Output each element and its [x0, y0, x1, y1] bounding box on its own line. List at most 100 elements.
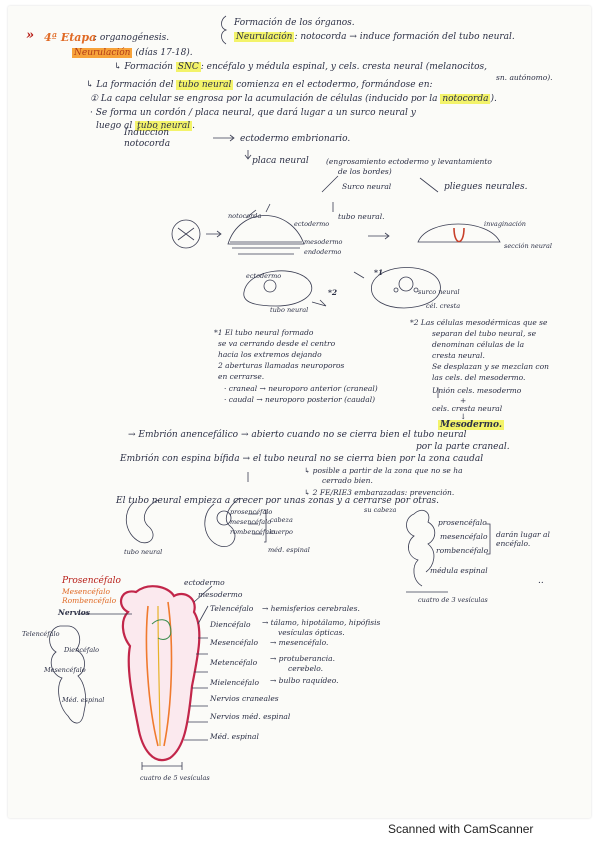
note-left-5: en cerrarse. [218, 372, 265, 381]
snc-line2: sn. autónomo). [496, 73, 553, 82]
growth-bracket2: cuerpo [270, 528, 293, 536]
flow-tube: tubo neural. [338, 212, 385, 221]
neurulation-days: (días 17-18). [135, 48, 193, 58]
scanner-watermark: Scanned with CamScanner [388, 822, 534, 836]
final-small-tel: Telencéfalo [22, 630, 60, 638]
growth-r3: rombencéfalo [436, 546, 489, 555]
note-left-7: · caudal → neuroporo posterior (caudal) [224, 395, 376, 404]
note-right-7: Unión cels. mesodermo [432, 386, 522, 395]
growth-dots: .. [538, 576, 544, 586]
final-row-b1: → tálamo, hipotálamo, hipófisis [262, 618, 381, 627]
label-tubo: tubo neural [270, 306, 309, 314]
anomaly-spina-bifida: Embrión con espina bífida → el tubo neur… [120, 454, 484, 464]
note-right-3: denominan células de la [432, 340, 525, 349]
flow-groove: Surco neural [342, 182, 392, 191]
label-notocorda: notocorda [228, 212, 262, 220]
note-right-4: cresta neural. [432, 351, 485, 360]
final-mes: Mesencéfalo [62, 587, 111, 596]
stage-title: 4ª Etapa [44, 31, 97, 44]
anomaly-spina-bifida-2: ↳ posible a partir de la zona que no se … [304, 466, 463, 475]
final-row-b0: → hemisferios cerebrales. [262, 604, 360, 613]
highlight-neurulacion: Neurulación [234, 32, 295, 42]
tube-line1: ↳ La formación del tubo neural comienza … [86, 80, 433, 90]
final-pros: Prosencéfalo [62, 576, 121, 586]
final-row-b3: → mesencéfalo. [270, 638, 329, 647]
note-left-1: *1 El tubo neural formado [214, 328, 314, 337]
label-star1: *1 [374, 268, 384, 277]
note-right-9: cels. cresta neural [432, 404, 503, 413]
growth-r1: prosencéfalo [438, 518, 487, 527]
flow-induction: Inducción [124, 128, 170, 138]
flow-notocorda: notocorda [124, 139, 171, 149]
final-row-b4: → protuberancia. [270, 654, 335, 663]
final-nervios: Nervios [58, 608, 91, 617]
neurulation-title-line: Neurulación (días 17-18). [72, 48, 193, 59]
notebook-page: » 4ª Etapa : organogénesis. Formación de… [8, 6, 591, 818]
growth-line: El tubo neural empieza a crecer por unas… [116, 496, 440, 506]
anomaly-spina-bifida-3: cerrado bien. [322, 476, 373, 485]
growth-l1: prosencéfalo [230, 508, 273, 516]
growth-l2: mesencéfalo [230, 518, 272, 526]
tube-line4: luego al tubo neural. [96, 121, 195, 131]
final-row-a6: Mielencéfalo [210, 678, 259, 687]
growth-su: su cabeza [364, 506, 397, 514]
flow-plate-note: (engrosamiento ectodermo y levantamiento [326, 157, 492, 166]
flow-folds: pliegues neurales. [444, 182, 528, 192]
final-row-b6: → bulbo raquídeo. [270, 676, 339, 685]
final-row-a3: Mesencéfalo [210, 638, 259, 647]
growth-r-brace: darán lugar al encéfalo. [496, 530, 550, 548]
note-left-4: 2 aberturas llamadas neuroporos [218, 361, 345, 370]
tube-line3: · Se forma un cordón / placa neural, que… [90, 108, 416, 118]
final-row-a1: Diencéfalo [210, 620, 251, 629]
anomaly-spina-bifida-4: ↳ 2 FE/RIE3 embarazadas: prevención. [304, 488, 455, 497]
label-invaginacion: invaginación [484, 220, 526, 228]
note-left-3: hacia los extremos dejando [218, 350, 322, 359]
note-right-10: ↓ [460, 412, 467, 421]
note-right-6: las cels. del mesodermo. [432, 373, 526, 382]
final-row-a4: Metencéfalo [210, 658, 258, 667]
header-arrows: » [26, 28, 35, 43]
label-ectodermo2: ectodermo [246, 272, 282, 280]
label-surco: surco neural [418, 288, 460, 296]
stage-subtitle: : organogénesis. [94, 33, 170, 43]
flow-plate-note2: de los bordes) [338, 167, 392, 176]
final-row-a8: Nervios méd. espinal [210, 712, 291, 721]
growth-r2: mesencéfalo [440, 532, 488, 541]
brace-top-text: Formación de los órganos. [234, 18, 355, 28]
label-cresta: cél. cresta [426, 302, 461, 310]
label-star2: *2 [328, 288, 338, 297]
sketch-layer [49, 15, 501, 770]
final-small-dien: Diencéfalo [64, 646, 100, 654]
snc-highlight: SNC [175, 62, 201, 72]
growth-r4: médula espinal [430, 566, 488, 575]
growth-bracket1: cabeza [270, 516, 293, 524]
note-right-5: Se desplazan y se mezclan con [432, 362, 549, 371]
final-ectodermo: ectodermo [184, 578, 225, 587]
final-bottom: cuatro de 5 vesículas [140, 774, 210, 782]
flow-plate: placa neural [252, 156, 309, 166]
growth-l4: méd. espinal [268, 546, 310, 554]
note-right-2: separan del tubo neural, se [432, 329, 537, 338]
note-left-2: se va cerrando desde el centro [218, 339, 336, 348]
final-row-a0: Telencéfalo [210, 604, 254, 613]
snc-line: ↳ Formación SNC: encéfalo y médula espin… [114, 62, 488, 72]
anomaly-anencephaly-2: por la parte craneal. [416, 442, 510, 452]
growth-l3: rombencéfalo [230, 528, 276, 536]
final-row-a7: Nervios craneales [210, 694, 279, 703]
brace-bottom-rest: : notocorda → induce formación del tubo … [294, 32, 515, 42]
final-row-b2: vesículas ópticas. [278, 628, 345, 637]
brace-bottom-text: Neurulación: notocorda → induce formació… [234, 32, 515, 43]
note-left-6: · craneal → neuroporo anterior (craneal) [224, 384, 378, 393]
label-seccion: sección neural [504, 242, 552, 250]
final-small-mes: Mesencéfalo [44, 666, 86, 674]
note-right-1: *2 Las células mesodérmicas que se [410, 318, 548, 327]
note-right-8: + [460, 396, 467, 405]
note-right-11: Mesodermo. [438, 420, 505, 430]
final-small-med: Méd. espinal [62, 696, 105, 704]
final-mesodermo: mesodermo [198, 590, 243, 599]
final-row-a9: Méd. espinal [210, 732, 259, 741]
tube-line2: ① La capa celular se engrosa por la acum… [90, 94, 497, 104]
growth-r-bottom: cuatro de 3 vesículas [418, 596, 488, 604]
flow-ectoderm: ectodermo embrionario. [240, 134, 351, 144]
final-row-b5: cerebelo. [288, 664, 324, 673]
